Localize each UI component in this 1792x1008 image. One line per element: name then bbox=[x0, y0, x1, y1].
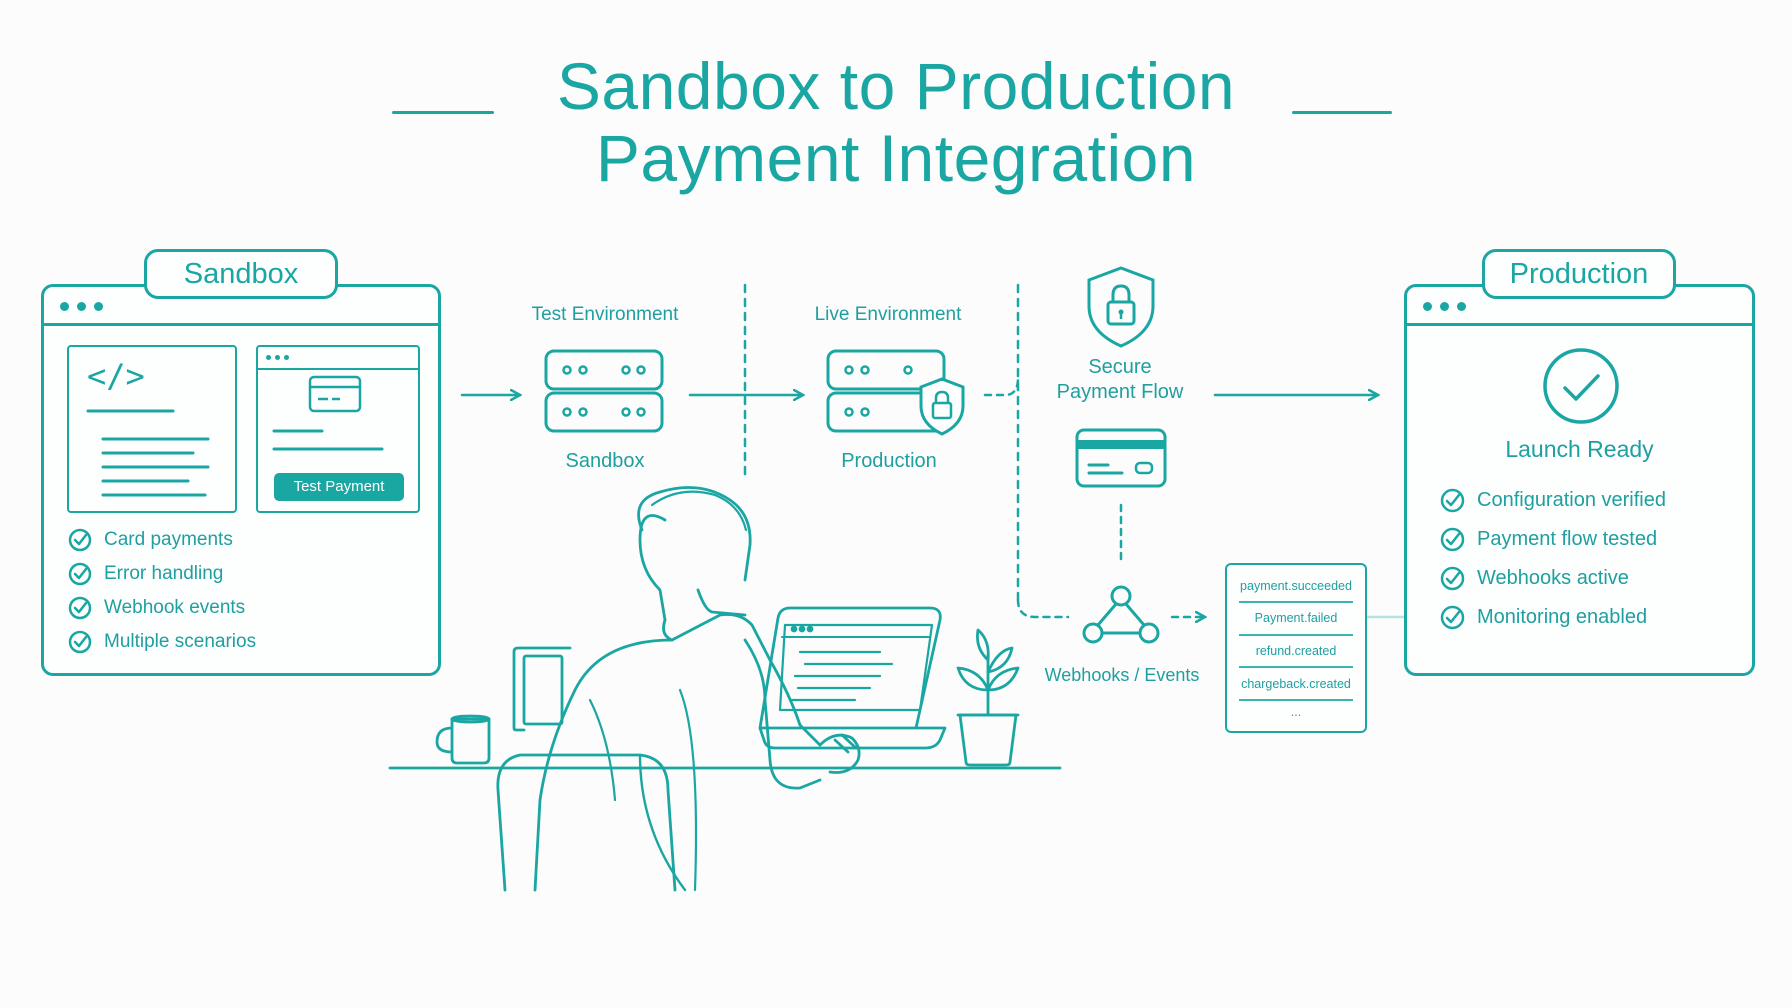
mug-icon bbox=[450, 717, 491, 765]
checklist-item: Error handling bbox=[68, 562, 223, 586]
production-panel: Launch Ready Configuration verified Paym… bbox=[1404, 284, 1755, 676]
secure-flow-label-line-1: Secure bbox=[1088, 356, 1152, 378]
credit-card-icon bbox=[1075, 428, 1167, 488]
title-dash-left bbox=[392, 111, 494, 114]
checklist-item: Monitoring enabled bbox=[1440, 605, 1647, 630]
event-item: Payment.failed bbox=[1254, 611, 1338, 625]
title-dash-right bbox=[1292, 111, 1392, 114]
check-circle-icon bbox=[1440, 566, 1465, 591]
developer-illustration bbox=[388, 486, 1062, 892]
plant-icon bbox=[958, 713, 1018, 767]
live-environment-caption: Production bbox=[841, 450, 937, 472]
window-dots bbox=[266, 355, 289, 360]
event-item: payment.succeeded bbox=[1240, 579, 1352, 593]
laptop-icon bbox=[758, 606, 942, 730]
event-item: refund.created bbox=[1255, 644, 1337, 658]
webhook-icon bbox=[1082, 585, 1160, 644]
page-title-line-2: Payment Integration bbox=[595, 121, 1197, 195]
event-item: chargeback.created bbox=[1241, 677, 1351, 691]
webhooks-label: Webhooks / Events bbox=[1044, 665, 1200, 685]
checklist-item: Card payments bbox=[68, 528, 233, 552]
code-icon: </> bbox=[87, 357, 145, 395]
test-environment-label: Test Environment bbox=[531, 304, 679, 325]
page-title-line-1: Sandbox to Production bbox=[556, 49, 1236, 123]
dashed-link bbox=[1016, 598, 1070, 619]
check-circle-icon bbox=[1440, 527, 1465, 552]
check-circle-icon bbox=[68, 596, 92, 620]
shield-lock-icon bbox=[919, 377, 965, 436]
server-icon bbox=[544, 349, 664, 433]
test-payment-button[interactable]: Test Payment bbox=[274, 473, 404, 501]
check-circle-icon bbox=[68, 528, 92, 552]
dashed-link bbox=[983, 376, 1020, 397]
event-item: ... bbox=[1290, 705, 1302, 719]
live-environment-label: Live Environment bbox=[814, 304, 962, 325]
window-dots bbox=[1423, 302, 1466, 311]
shield-lock-icon bbox=[1087, 266, 1155, 348]
secure-flow-label-line-2: Payment Flow bbox=[1056, 381, 1184, 403]
launch-ready-status: Launch Ready bbox=[1505, 436, 1654, 462]
production-tab[interactable]: Production bbox=[1482, 249, 1676, 299]
payment-form-window: Test Payment bbox=[256, 345, 420, 513]
checklist-item: Payment flow tested bbox=[1440, 527, 1657, 552]
test-environment-caption: Sandbox bbox=[565, 450, 645, 472]
check-circle-icon bbox=[1440, 488, 1465, 513]
sandbox-panel: </> bbox=[41, 284, 441, 676]
checklist-item: Webhooks active bbox=[1440, 566, 1629, 591]
sandbox-tab[interactable]: Sandbox bbox=[144, 249, 338, 299]
check-circle-icon bbox=[1440, 605, 1465, 630]
check-circle-icon bbox=[68, 630, 92, 654]
check-circle-icon bbox=[1543, 348, 1619, 424]
checklist-item: Webhook events bbox=[68, 596, 245, 620]
checklist-item: Multiple scenarios bbox=[68, 630, 256, 654]
checklist-item: Configuration verified bbox=[1440, 488, 1666, 513]
form-fields bbox=[272, 429, 384, 451]
check-circle-icon bbox=[68, 562, 92, 586]
window-dots bbox=[60, 302, 103, 311]
events-list: payment.succeeded Payment.failed refund.… bbox=[1225, 563, 1367, 733]
credit-card-icon bbox=[308, 375, 362, 413]
code-editor-card: </> bbox=[67, 345, 237, 513]
code-lines-icon bbox=[86, 409, 210, 497]
